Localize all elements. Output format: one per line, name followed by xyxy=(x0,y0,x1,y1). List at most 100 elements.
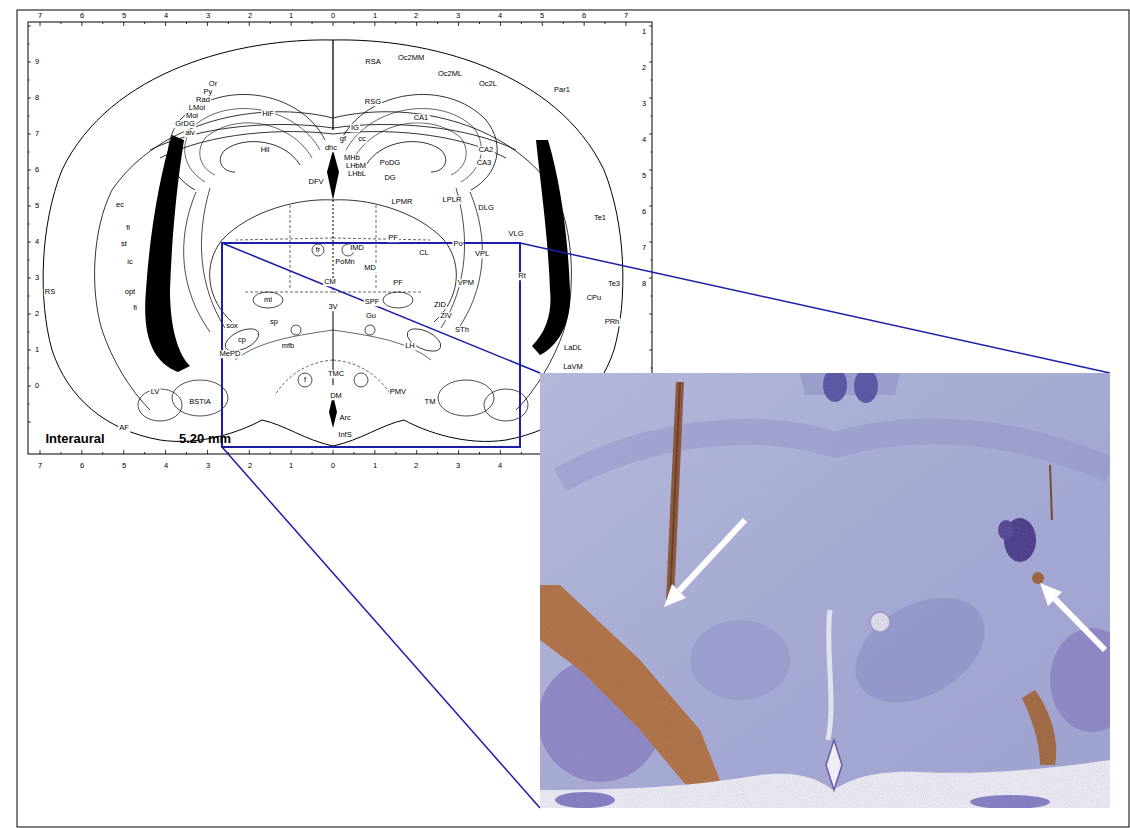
region-label: PF xyxy=(392,279,404,287)
scale-tick xyxy=(81,450,82,454)
scale-tick xyxy=(437,22,438,24)
scale-number: 4 xyxy=(163,12,169,20)
region-label: GrDG xyxy=(174,120,196,128)
region-label: MD xyxy=(363,264,377,272)
scale-tick xyxy=(500,450,501,454)
region-label: SPF xyxy=(364,298,381,306)
region-label: HiF xyxy=(261,110,275,118)
scale-tick xyxy=(374,22,375,26)
region-label: Hil xyxy=(260,146,271,154)
scale-tick xyxy=(649,350,652,351)
region-label: dhc xyxy=(324,144,338,152)
scale-tick xyxy=(353,22,354,24)
region-label: IG xyxy=(350,124,360,132)
scale-number: 1 xyxy=(641,28,647,36)
region-label: MePD xyxy=(219,350,242,358)
scale-tick xyxy=(521,22,522,24)
region-label: ml xyxy=(263,296,273,304)
region-label: RSA xyxy=(364,58,381,66)
region-label: Mol xyxy=(185,112,199,120)
scale-tick xyxy=(458,450,459,454)
scale-number: 2 xyxy=(413,12,419,20)
scale-tick xyxy=(649,206,652,207)
scale-tick xyxy=(353,452,354,454)
region-label: ec xyxy=(115,201,125,209)
scale-tick xyxy=(291,450,292,454)
scale-tick xyxy=(651,116,653,117)
scale-number: 3 xyxy=(455,462,461,470)
scale-tick xyxy=(28,368,30,369)
region-label: cp xyxy=(237,336,247,344)
scale-tick xyxy=(60,22,61,24)
region-label: CPu xyxy=(586,294,603,302)
region-label: f xyxy=(303,376,307,384)
region-label: fr xyxy=(315,246,322,254)
scale-tick xyxy=(312,22,313,24)
region-label: Rad xyxy=(195,96,211,104)
scale-tick xyxy=(584,22,585,26)
region-label: CA1 xyxy=(413,114,430,122)
region-label: AF xyxy=(118,424,130,432)
scale-tick xyxy=(651,80,653,81)
scale-tick xyxy=(333,450,334,454)
scale-tick xyxy=(28,404,30,405)
region-label: LaVM xyxy=(562,363,584,371)
region-label: CM xyxy=(323,278,337,286)
region-label: Te1 xyxy=(593,214,607,222)
scale-tick xyxy=(207,22,208,26)
region-label: VLG xyxy=(507,230,524,238)
region-label: st xyxy=(120,240,128,248)
scale-number: 4 xyxy=(34,238,40,246)
scale-tick xyxy=(228,22,229,24)
scale-tick xyxy=(649,26,652,27)
region-label: PoMn xyxy=(334,258,356,266)
scale-tick xyxy=(437,452,438,454)
section-level: Interaural xyxy=(44,432,105,445)
region-label: ZIV xyxy=(439,312,453,320)
scale-number: 4 xyxy=(497,462,503,470)
region-label: Or xyxy=(208,80,218,88)
scale-tick xyxy=(458,22,459,26)
scale-tick xyxy=(500,22,501,26)
scale-tick xyxy=(102,452,103,454)
region-label: InfS xyxy=(337,431,352,439)
scale-tick xyxy=(102,22,103,24)
region-label: opt xyxy=(124,288,136,296)
scale-number: 7 xyxy=(37,12,43,20)
scale-tick xyxy=(28,98,31,99)
section-level: 5.20 mm xyxy=(178,432,232,445)
scale-tick xyxy=(416,450,417,454)
region-label: Par1 xyxy=(553,86,571,94)
scale-tick xyxy=(649,314,652,315)
scale-tick xyxy=(651,188,653,189)
region-label: alv xyxy=(184,129,196,137)
scale-tick xyxy=(649,98,652,99)
scale-number: 8 xyxy=(34,94,40,102)
region-label: VPL xyxy=(474,250,490,258)
scale-tick xyxy=(649,62,652,63)
scale-tick xyxy=(374,450,375,454)
region-label: STh xyxy=(454,326,470,334)
scale-tick xyxy=(651,296,653,297)
scale-number: 2 xyxy=(247,462,253,470)
scale-number: 6 xyxy=(641,208,647,216)
scale-number: 5 xyxy=(121,462,127,470)
region-label: DG xyxy=(383,174,396,182)
scale-tick xyxy=(249,22,250,26)
scale-tick xyxy=(28,296,30,297)
scale-tick xyxy=(649,242,652,243)
region-label: Arc xyxy=(338,414,351,422)
scale-tick xyxy=(333,22,334,26)
region-label: MHb xyxy=(343,154,361,162)
scale-tick xyxy=(28,134,31,135)
region-label: TM xyxy=(424,398,437,406)
scale-number: 3 xyxy=(205,462,211,470)
scale-number: 6 xyxy=(34,166,40,174)
scale-number: 4 xyxy=(497,12,503,20)
scale-number: 5 xyxy=(539,12,545,20)
scale-number: 1 xyxy=(372,462,378,470)
region-label: LPMR xyxy=(391,198,414,206)
scale-tick xyxy=(28,314,31,315)
region-label: LPLR xyxy=(442,196,463,204)
